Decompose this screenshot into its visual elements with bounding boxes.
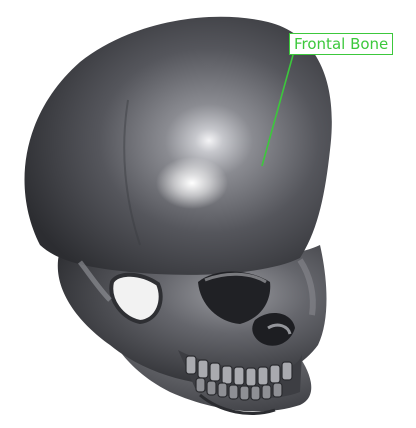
specular-highlight xyxy=(156,157,228,209)
frontal-bone-label: Frontal Bone xyxy=(289,33,393,55)
cranium xyxy=(25,17,332,275)
